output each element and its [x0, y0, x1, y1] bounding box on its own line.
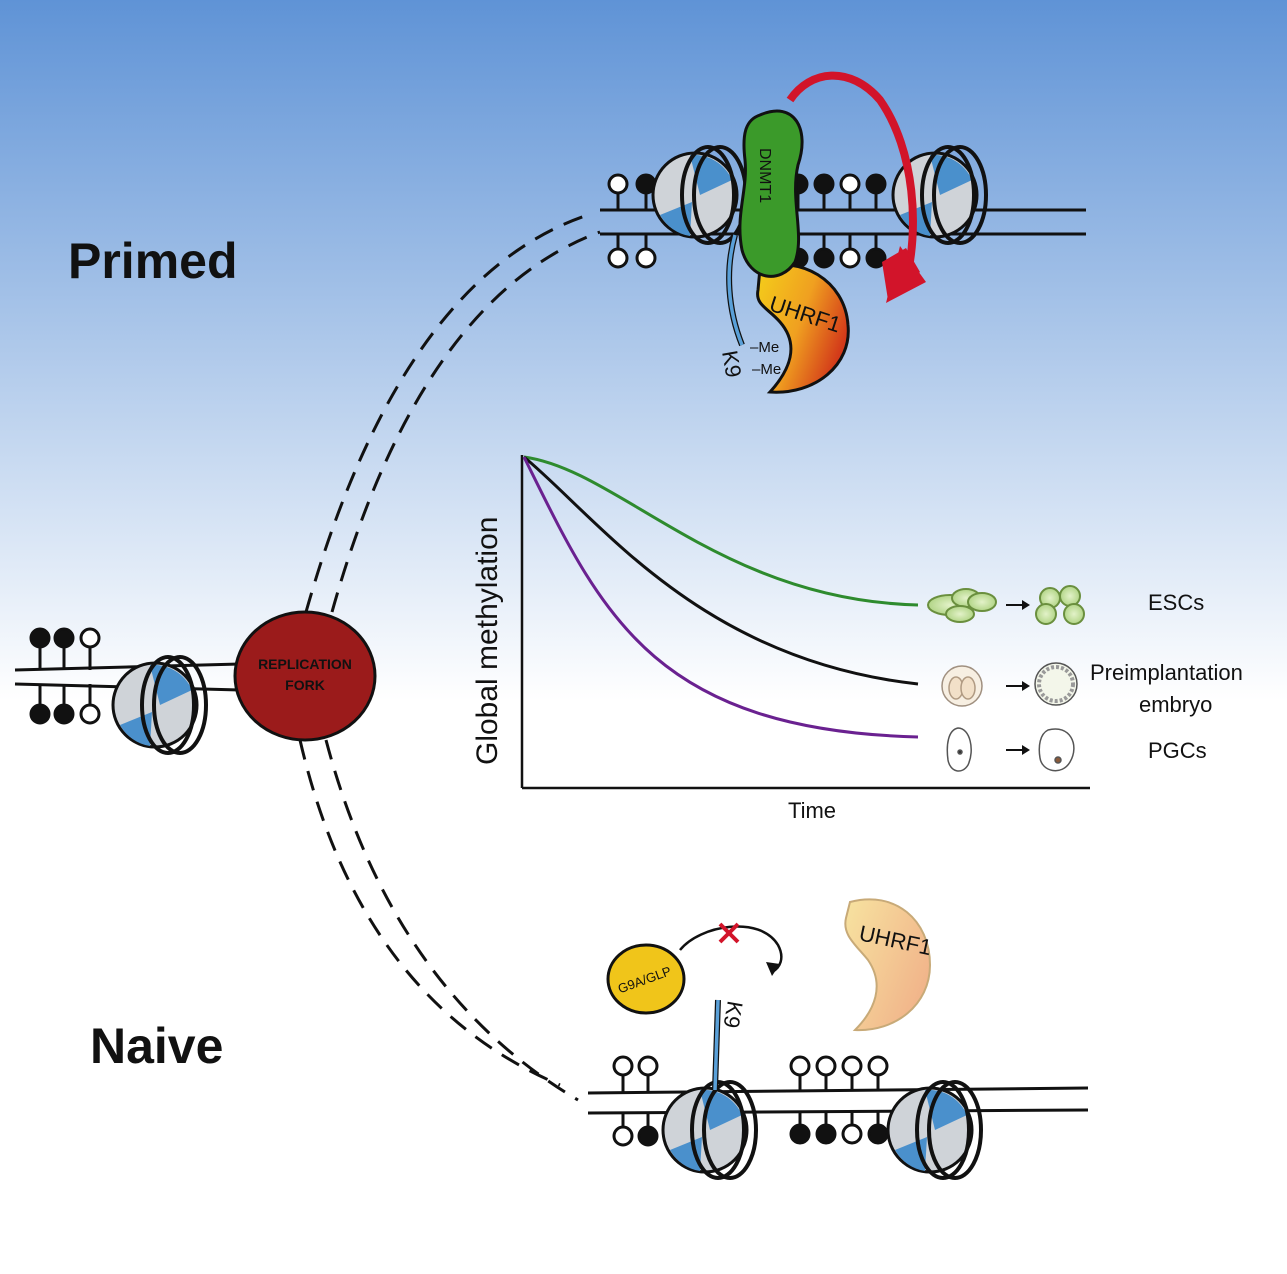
esc-arrow: [1006, 600, 1030, 610]
chart-ylabel: Global methylation: [471, 517, 504, 765]
left-nucleosome: [111, 655, 208, 755]
dnmt1-label: DNMT1: [756, 148, 773, 203]
methylation-chart: Global methylation Time: [471, 455, 1090, 823]
dnmt1-protein: [738, 109, 804, 278]
naive-label: Naive: [90, 1018, 223, 1074]
dashed-path-naive: [298, 739, 579, 1102]
zygote-icon: [941, 665, 983, 707]
label-pgcs: PGCs: [1148, 738, 1207, 763]
series-line-preimplantation: [523, 455, 919, 686]
blastocyst-icon: [1034, 662, 1078, 706]
fork-label-line2: FORK: [285, 677, 325, 693]
esc-cells-icon: [1035, 585, 1085, 625]
primed-nucleosome-left: [651, 145, 748, 245]
me-label-bottom: –Me: [752, 361, 781, 378]
pgc-arrow: [1006, 745, 1030, 755]
me-label-top: –Me: [750, 339, 779, 356]
embryo-arrow: [1006, 681, 1030, 691]
left-cpg-sites: [29, 627, 101, 725]
dashed-path-primed: [304, 214, 601, 613]
label-preimplantation-line2: embryo: [1139, 692, 1212, 717]
k9-label-primed: K9: [717, 349, 746, 380]
naive-cpg-sites: [612, 1055, 889, 1147]
series-line-pgcs: [522, 456, 919, 739]
replication-fork: REPLICATION FORK: [233, 610, 377, 742]
fork-label-line1: REPLICATION: [258, 656, 352, 672]
blocked-arrow: [679, 925, 783, 974]
g9a-glp-protein: G9A/GLP: [606, 943, 686, 1015]
fetus-icon: [1038, 728, 1075, 772]
uhrf1-primed: [756, 263, 850, 394]
early-embryo-icon: [946, 727, 972, 772]
label-preimplantation-line1: Preimplantation: [1090, 660, 1243, 685]
label-escs: ESCs: [1148, 590, 1204, 615]
processivity-arrow: [786, 71, 917, 287]
naive-nucleosome-right: [886, 1080, 983, 1180]
k9-label-naive: K9: [718, 999, 747, 1030]
chart-xlabel: Time: [788, 798, 836, 823]
primed-label: Primed: [68, 233, 238, 289]
esc-colony-icon: [927, 588, 997, 623]
blocked-x-icon: [718, 922, 740, 944]
uhrf1-naive: [844, 898, 932, 1032]
series-line-escs: [523, 455, 919, 607]
